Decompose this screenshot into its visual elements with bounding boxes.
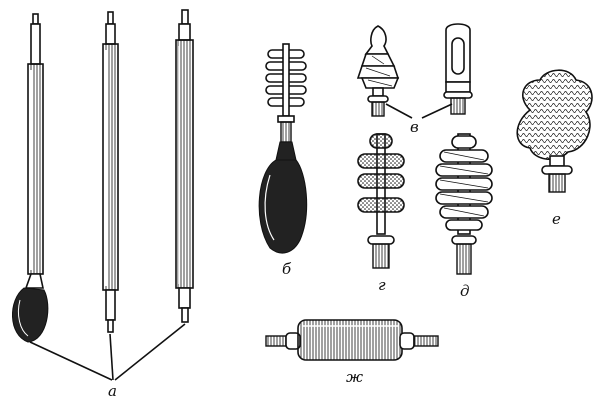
horizontal-roller [265, 319, 439, 361]
slotted-tip-head [443, 23, 473, 115]
label-v-leaders [385, 103, 453, 119]
rod-plain [102, 11, 119, 333]
cone-brush-head [356, 25, 400, 117]
rod-with-swab [11, 13, 49, 343]
label-zh: ж [346, 368, 363, 386]
disc-brush [357, 133, 405, 269]
label-a: а [108, 382, 117, 400]
label-b: б [282, 260, 292, 278]
wool-mop [516, 69, 593, 193]
label-v: в [410, 118, 419, 136]
label-e: е [552, 210, 561, 228]
label-g: г [378, 276, 386, 294]
bulb-handle-brush [258, 43, 308, 254]
spiral-brush [435, 133, 493, 275]
label-d: д [460, 282, 470, 300]
rod-threaded [175, 9, 194, 323]
label-a-leaders [29, 323, 186, 381]
